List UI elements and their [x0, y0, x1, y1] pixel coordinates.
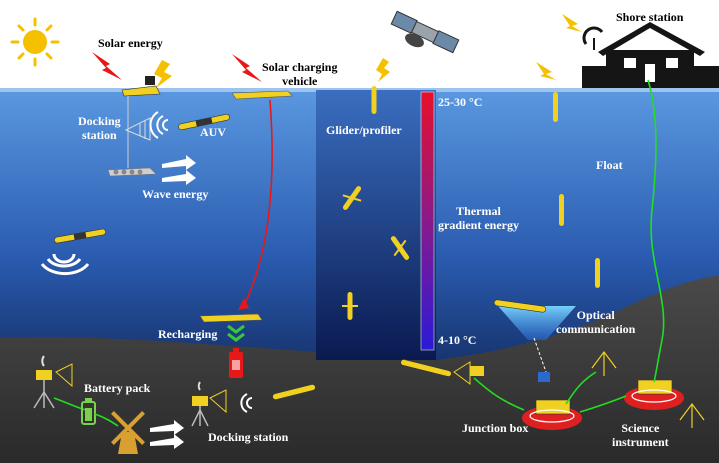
- cable: [565, 371, 597, 405]
- battery-icon: [81, 398, 96, 425]
- label-docking-station-bottom: Docking station: [208, 430, 289, 444]
- docking-station-left: [33, 355, 73, 409]
- label-shore-station: Shore station: [616, 10, 684, 24]
- label-temp-high: 25-30 °C: [438, 95, 483, 109]
- label-junction-box: Junction box: [462, 421, 529, 435]
- docking-station-bottom: [191, 381, 227, 427]
- battery-icon: [229, 348, 243, 378]
- solar-charging-vehicle: [231, 90, 293, 100]
- surface-buoy: [121, 76, 161, 168]
- glider-vehicle: [342, 292, 358, 320]
- tripod-instrument: [679, 403, 705, 428]
- satellite-icon: [390, 10, 460, 54]
- junction-box: [522, 399, 582, 430]
- wind-arrow-icon: [162, 155, 196, 185]
- label-science-instrument: Science instrument: [612, 421, 669, 449]
- glider-vehicle: [342, 186, 362, 210]
- lightning-icon: [562, 14, 582, 32]
- glider-vehicle: [371, 86, 377, 114]
- label-optical-communication: Optical communication: [556, 308, 636, 336]
- charging-path-arrow: [238, 298, 249, 310]
- cable: [647, 79, 665, 383]
- cable: [473, 377, 525, 411]
- recharging-vehicle: [199, 313, 263, 323]
- water-column-panel: [316, 90, 436, 360]
- auv-vehicle: [178, 113, 230, 131]
- glider-vehicle: [390, 236, 410, 260]
- wave-signal-icon: [40, 253, 90, 276]
- cable: [53, 397, 87, 411]
- wave-signal-icon: [149, 111, 169, 139]
- windmill-icon: [111, 411, 145, 454]
- cable: [579, 395, 627, 413]
- wave-energy-device: [107, 167, 157, 177]
- label-float: Float: [596, 158, 623, 172]
- house-icon: [582, 22, 719, 88]
- sun-icon: [10, 17, 60, 67]
- chevron-down-icon: [227, 324, 245, 342]
- thermal-gradient-bar: [420, 91, 435, 351]
- wind-arrow-icon: [150, 420, 184, 449]
- cable: [94, 413, 119, 427]
- wave-signal-icon: [240, 393, 253, 413]
- auv-vehicle: [400, 359, 452, 377]
- optical-beam: [498, 306, 576, 382]
- lightning-icon: [92, 52, 122, 80]
- auv-vehicle: [54, 228, 106, 244]
- label-battery-pack: Battery pack: [84, 381, 151, 395]
- label-recharging: Recharging: [158, 327, 218, 341]
- label-glider-profiler: Glider/profiler: [326, 123, 402, 137]
- lightning-icon: [154, 60, 172, 88]
- lightning-icon: [232, 54, 262, 82]
- float-vehicle: [559, 194, 564, 226]
- science-instrument: [624, 379, 684, 410]
- charging-path: [243, 99, 273, 307]
- label-wave-energy: Wave energy: [142, 187, 209, 201]
- label-temp-low: 4-10 °C: [438, 333, 477, 347]
- label-solar-energy: Solar energy: [98, 36, 163, 50]
- float-vehicle: [553, 92, 558, 122]
- docking-station-junction: [453, 361, 484, 385]
- label-thermal-gradient-energy: Thermal gradient energy: [438, 204, 519, 232]
- label-docking-station-top: Docking station: [78, 114, 121, 142]
- lightning-icon: [536, 62, 556, 80]
- float-vehicle: [595, 258, 600, 288]
- auv-vehicle: [272, 384, 316, 400]
- label-auv: AUV: [200, 125, 226, 139]
- lightning-icon: [376, 58, 390, 82]
- tripod-instrument: [591, 351, 617, 376]
- auv-vehicle: [493, 299, 547, 313]
- label-solar-charging-vehicle: Solar charging vehicle: [262, 60, 338, 88]
